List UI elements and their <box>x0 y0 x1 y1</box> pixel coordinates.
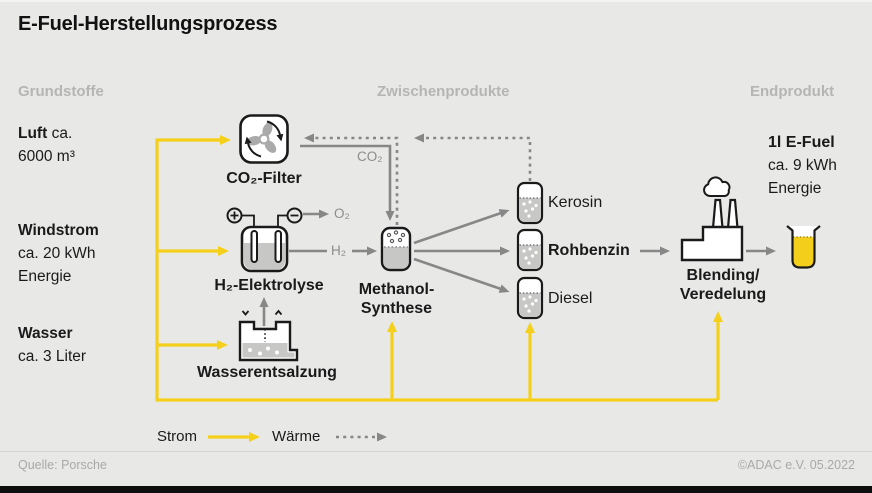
outflow-mark <box>274 309 283 316</box>
source-credit: Quelle: Porsche <box>18 458 107 472</box>
blending-factory-icon <box>680 176 744 262</box>
output-efuel: 1l E-Fuel ca. 9 kWh Energie <box>768 134 837 197</box>
kerosin-label: Kerosin <box>548 194 603 211</box>
column-header-endprodukt: Endprodukt <box>750 83 835 100</box>
electricity-lines <box>155 135 723 442</box>
chimney-icon <box>711 198 724 230</box>
methanol-synthese-label: Methanol- Synthese <box>358 281 435 317</box>
column-header-zwischenprodukte: Zwischenprodukte <box>377 83 510 100</box>
co2-filter-icon <box>239 114 289 164</box>
diesel-label: Diesel <box>548 290 593 307</box>
kerosin-beaker-icon <box>516 181 544 225</box>
efuel-liquid <box>792 237 815 268</box>
chimney-icon <box>726 198 739 230</box>
legend-waerme-label: Wärme <box>272 428 321 445</box>
wasserentsalzung-icon <box>238 309 299 362</box>
o2-flow-label: O₂ <box>334 206 350 221</box>
h2-elektrolyse-icon <box>226 207 303 273</box>
footer-divider <box>0 451 872 452</box>
co2-filter-label: CO₂-Filter <box>226 170 302 187</box>
heat-lines <box>304 133 532 442</box>
bottom-bar <box>0 486 872 493</box>
legend-strom-label: Strom <box>157 428 198 445</box>
recycle-arrows-icon <box>244 120 284 158</box>
rohbenzin-beaker-icon <box>516 228 544 272</box>
material-lines <box>259 144 776 326</box>
co2-to-methanol-arrow <box>300 144 395 221</box>
rohbenzin-label: Rohbenzin <box>548 242 630 259</box>
methanol-heat-arrow <box>304 133 399 225</box>
wasserentsalzung-label: Wasserentsalzung <box>197 364 337 381</box>
methanol-to-diesel-arrow <box>413 257 510 293</box>
blending-label: Blending/ Veredelung <box>679 267 767 303</box>
input-windstrom: Windstrom ca. 20 kWh Energie <box>18 222 99 285</box>
smoke-cloud-icon <box>703 176 731 197</box>
methanol-to-kerosin-arrow <box>413 209 510 245</box>
methanol-synthese-icon <box>380 226 412 272</box>
elektrolyse-label: H₂-Elektrolyse <box>214 277 324 294</box>
efuel-beaker-icon <box>786 225 821 269</box>
h2-flow-label: H₂ <box>331 243 346 258</box>
factory-building <box>680 225 744 262</box>
inflow-mark <box>241 310 250 316</box>
column-header-grundstoffe: Grundstoffe <box>18 83 104 100</box>
input-luft: Luft ca. 6000 m³ <box>18 125 75 165</box>
page-title: E-Fuel-Herstellungsprozess <box>18 13 278 35</box>
input-wasser: Wasser ca. 3 Liter <box>18 325 87 365</box>
top-edge-highlight <box>0 0 872 2</box>
copyright-credit: ©ADAC e.V. 05.2022 <box>737 458 855 472</box>
kerosin-heat-arrow <box>414 133 532 181</box>
co2-flow-label: CO₂ <box>357 149 383 164</box>
diesel-beaker-icon <box>516 276 544 320</box>
